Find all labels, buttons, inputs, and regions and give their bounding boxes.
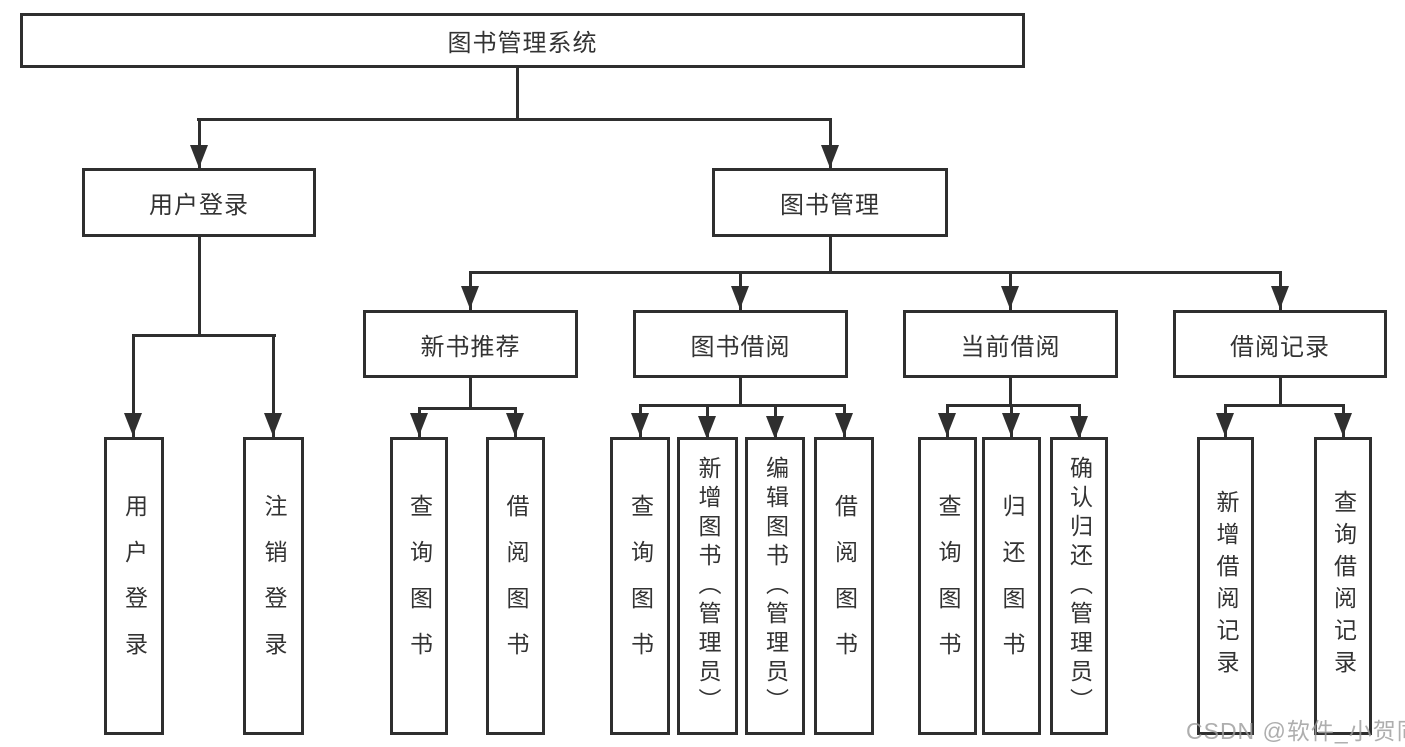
arrowhead-down-icon — [835, 413, 853, 436]
arrowhead-down-icon — [1216, 413, 1234, 436]
leaf-label: 借阅图书 — [831, 494, 858, 678]
arrowhead-down-icon — [124, 413, 142, 436]
leaf-query-books-borrowing: 查询图书 — [610, 437, 670, 735]
leaf-add-borrow-record: 新增借阅记录 — [1197, 437, 1254, 735]
node-current-borrowing: 当前借阅 — [903, 310, 1118, 378]
connector-line — [469, 378, 472, 409]
leaf-label: 编辑图书（管理员） — [762, 455, 789, 717]
node-label: 用户登录 — [149, 192, 249, 219]
leaf-user-login: 用户登录 — [104, 437, 164, 735]
arrowhead-down-icon — [461, 286, 479, 309]
connector-line — [418, 407, 517, 410]
node-book-borrowing: 图书借阅 — [633, 310, 848, 378]
arrowhead-down-icon — [1334, 413, 1352, 436]
arrowhead-down-icon — [731, 286, 749, 309]
leaf-add-book-admin: 新增图书（管理员） — [677, 437, 738, 735]
node-new-book-recommend: 新书推荐 — [363, 310, 578, 378]
connector-line — [1279, 378, 1282, 406]
leaf-label: 归还图书 — [999, 494, 1025, 678]
arrowhead-down-icon — [264, 413, 282, 436]
connector-line — [469, 271, 1282, 274]
leaf-label: 查询图书 — [406, 494, 433, 678]
node-book-management: 图书管理 — [712, 168, 948, 237]
csdn-watermark: CSDN @软件_小贺同学 — [1186, 718, 1405, 744]
leaf-label: 注销登录 — [261, 494, 287, 678]
arrowhead-down-icon — [1070, 416, 1088, 439]
leaf-return-book: 归还图书 — [982, 437, 1041, 735]
node-user-login: 用户登录 — [82, 168, 316, 237]
leaf-query-books-recommend: 查询图书 — [390, 437, 448, 735]
node-borrowing-records: 借阅记录 — [1173, 310, 1387, 378]
leaf-logout: 注销登录 — [243, 437, 304, 735]
connector-line — [272, 334, 275, 437]
node-label: 图书管理 — [780, 192, 880, 219]
connector-line — [1224, 404, 1345, 407]
connector-line — [198, 237, 201, 336]
arrowhead-down-icon — [410, 413, 428, 436]
leaf-label: 确认归还（管理员） — [1066, 455, 1093, 717]
node-label: 借阅记录 — [1230, 333, 1330, 361]
connector-line — [516, 68, 519, 121]
leaf-label: 用户登录 — [121, 494, 148, 678]
arrowhead-down-icon — [698, 416, 716, 439]
arrowhead-down-icon — [631, 413, 649, 436]
node-label: 图书借阅 — [690, 333, 791, 361]
arrowhead-down-icon — [506, 413, 524, 436]
leaf-label: 新增借阅记录 — [1213, 490, 1239, 682]
leaf-edit-book-admin: 编辑图书（管理员） — [745, 437, 805, 735]
leaf-label: 新增图书（管理员） — [695, 455, 721, 717]
node-label: 新书推荐 — [420, 333, 521, 361]
connector-line — [132, 334, 276, 337]
connector-line — [639, 404, 846, 407]
arrowhead-down-icon — [766, 416, 784, 439]
leaf-query-borrow-record: 查询借阅记录 — [1314, 437, 1372, 735]
connector-line — [946, 404, 1081, 407]
leaf-label: 查询借阅记录 — [1330, 490, 1357, 682]
leaf-label: 借阅图书 — [503, 494, 529, 678]
leaf-query-books-current: 查询图书 — [918, 437, 977, 735]
connector-line — [739, 378, 742, 406]
connector-line — [197, 118, 832, 121]
leaf-label: 查询图书 — [935, 494, 961, 678]
arrowhead-down-icon — [1002, 413, 1020, 436]
connector-line — [1009, 378, 1012, 406]
leaf-label: 查询图书 — [627, 494, 654, 678]
arrowhead-down-icon — [1001, 286, 1019, 309]
leaf-borrow-books-recommend: 借阅图书 — [486, 437, 545, 735]
arrowhead-down-icon — [190, 145, 208, 168]
connector-line — [198, 118, 201, 168]
node-label: 当前借阅 — [960, 333, 1061, 361]
leaf-confirm-return-admin: 确认归还（管理员） — [1050, 437, 1108, 735]
node-label: 图书管理系统 — [447, 30, 598, 57]
connector-line — [829, 237, 832, 273]
node-library-management-system: 图书管理系统 — [20, 13, 1025, 68]
connector-line — [132, 334, 135, 437]
connector-line — [829, 118, 832, 168]
arrowhead-down-icon — [821, 145, 839, 168]
arrowhead-down-icon — [1271, 286, 1289, 309]
leaf-borrow-books-borrowing: 借阅图书 — [814, 437, 874, 735]
arrowhead-down-icon — [938, 413, 956, 436]
